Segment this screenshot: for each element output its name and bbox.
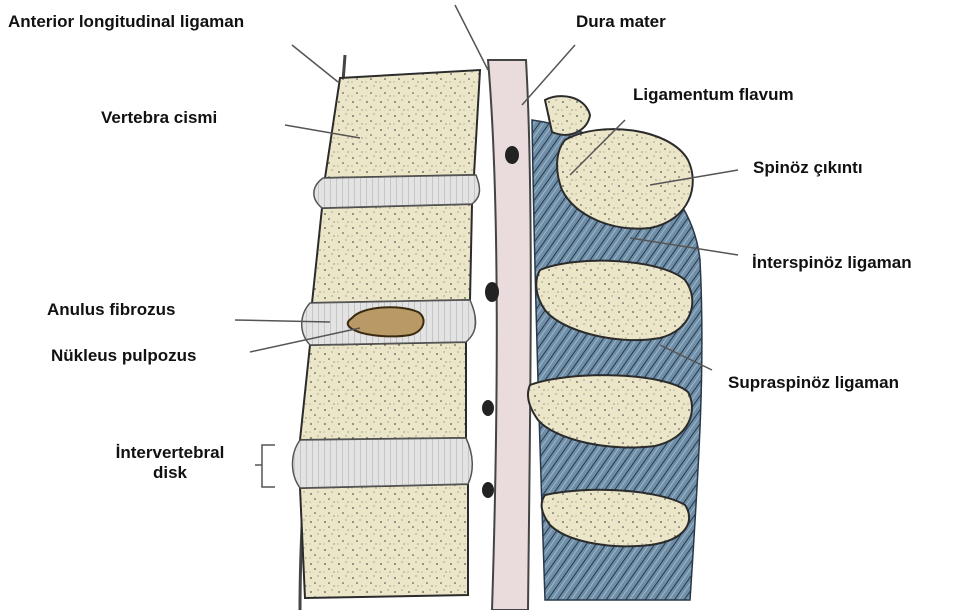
vertebra-body-1 [325,70,480,178]
label-ligamentum-flavum: Ligamentum flavum [633,85,794,105]
label-dura-mater: Dura mater [576,12,666,32]
canal-vessel-3 [482,400,494,416]
label-anterior-longitudinal: Anterior longitudinal ligaman [8,12,244,32]
label-intervertebral-line1: İntervertebral [95,443,245,463]
dura-mater-band [488,60,531,610]
intervertebral-disc-1 [314,175,480,208]
nucleus-pulposus [348,307,424,336]
intervertebral-bracket [255,445,275,487]
label-supraspinoz: Supraspinöz ligaman [728,373,899,393]
label-intervertebral-line2: disk [95,463,245,483]
leader-anterior-longitudinal [292,45,338,82]
label-intervertebral: İntervertebral disk [95,443,245,483]
vertebra-body-4 [300,484,468,598]
canal-vessel-2 [485,282,499,302]
vertebra-body-2 [312,204,472,303]
vertebra-body-3 [300,342,466,440]
intervertebral-disc-3 [293,438,473,488]
label-anulus-fibrozus: Anulus fibrozus [47,300,175,320]
label-spinoz-cikinti: Spinöz çıkıntı [753,158,863,178]
lamina-top [545,96,590,135]
canal-vessel-4 [482,482,494,498]
label-vertebra-cismi: Vertebra cismi [101,108,217,128]
leader-top-strip [455,5,488,70]
label-interspinoz: İnterspinöz ligaman [752,253,912,273]
label-nukleus-pulpozus: Nükleus pulpozus [51,346,196,366]
canal-vessel-1 [505,146,519,164]
